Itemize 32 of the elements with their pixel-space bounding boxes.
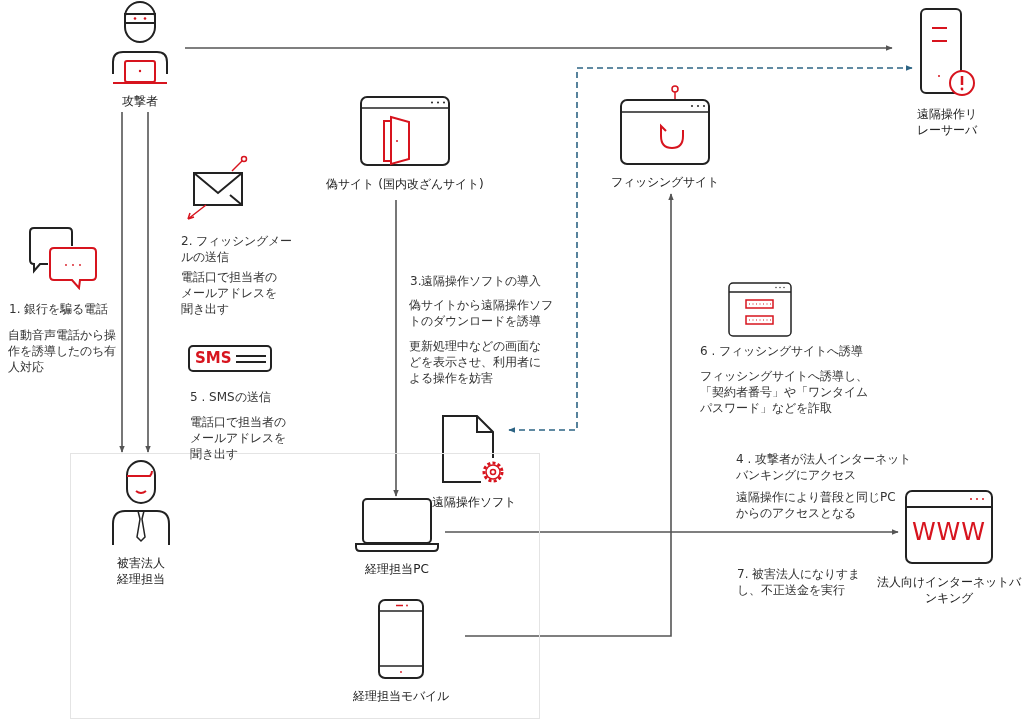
step-text: 電話口で担当者のメールアドレスを聞き出す: [190, 414, 287, 463]
node-label: 法人向けインターネットバンキング: [876, 574, 1022, 607]
step-text: 偽サイトから遠隔操作ソフトのダウンロードを誘導: [409, 297, 554, 330]
step-text: 自動音声電話から操作を誘導したのち有人対応: [8, 327, 117, 376]
node-label: 遠隔操作リレーサーバ: [916, 106, 978, 139]
sms-text: SMS: [195, 348, 232, 369]
arrow: [464, 193, 674, 637]
step-text: 1. 銀行を騙る電話: [9, 301, 110, 318]
node-label: 偽サイト (国内改ざんサイト): [326, 176, 484, 193]
dashed-arrow: [508, 65, 913, 433]
step-text: 3.遠隔操作ソフトの導入: [410, 273, 543, 290]
arrow: [145, 111, 151, 453]
node-label: 遠隔操作ソフト: [432, 494, 516, 511]
arrow: [393, 199, 399, 497]
arrow: [184, 45, 893, 51]
www-text: WWW: [910, 518, 988, 546]
step-text: 4 . 攻撃者が法人インターネットバンキングにアクセス: [736, 451, 913, 484]
node-label: 経理担当PC: [365, 561, 429, 578]
node-label: フィッシングサイト: [611, 174, 719, 191]
step-text: 更新処理中などの画面などを表示させ、利用者による操作を妨害: [409, 338, 542, 387]
step-text: 遠隔操作により普段と同じPCからのアクセスとなる: [736, 489, 897, 522]
step-text: 電話口で担当者のメールアドレスを聞き出す: [181, 269, 278, 318]
node-label: 被害法人経理担当: [116, 555, 166, 588]
step-text: 7. 被害法人になりすまし、不正送金を実行: [737, 566, 862, 599]
node-label: 攻撃者: [122, 93, 158, 110]
step-text: 5 . SMSの送信: [190, 389, 272, 406]
step-text: 2. フィッシングメールの送信: [181, 233, 294, 266]
step-text: 6 . フィッシングサイトへ誘導: [700, 343, 865, 360]
step-text: フィッシングサイトへ誘導し、「契約者番号」や「ワンタイムパスワード」などを詐取: [700, 368, 869, 417]
arrow: [119, 111, 125, 453]
node-label: 経理担当モバイル: [353, 688, 449, 705]
arrow: [444, 529, 899, 535]
